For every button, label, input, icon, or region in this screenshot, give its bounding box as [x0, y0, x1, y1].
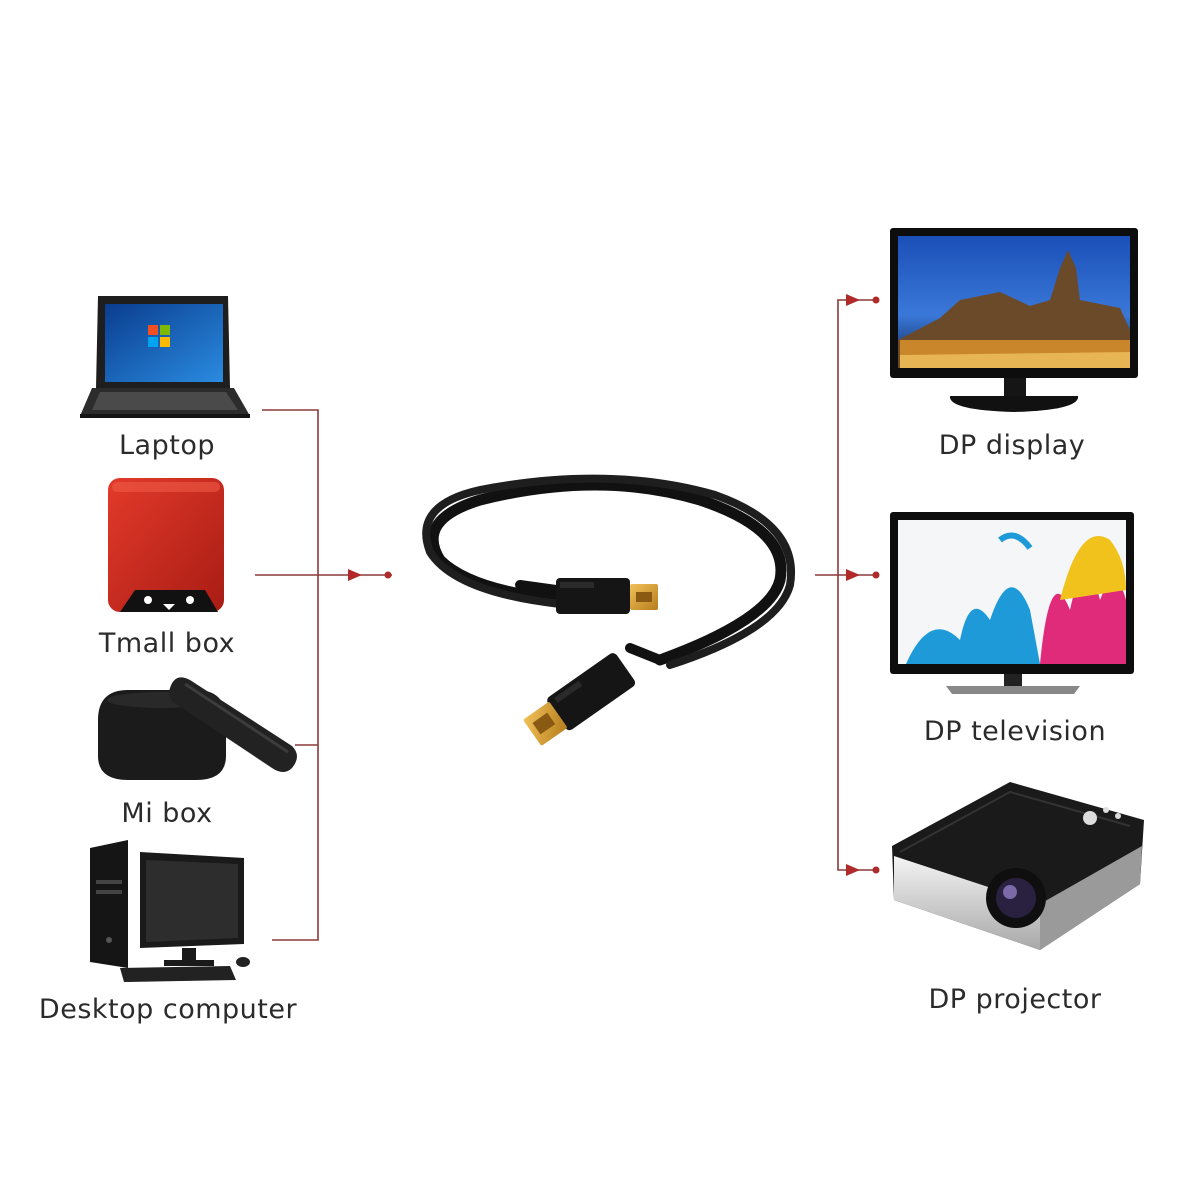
- label-laptop: Laptop: [72, 430, 262, 461]
- tmall-box-icon: [108, 478, 224, 612]
- desktop-computer-icon: [90, 840, 250, 982]
- label-dp-television: DP television: [890, 716, 1140, 747]
- displayport-cable-icon: [426, 479, 791, 750]
- television-icon: [890, 512, 1134, 694]
- projector-icon: [892, 782, 1144, 950]
- laptop-icon: [80, 296, 250, 418]
- source-connector-lines: [255, 410, 392, 940]
- label-mi-box: Mi box: [62, 798, 272, 829]
- label-dp-projector: DP projector: [890, 984, 1140, 1015]
- output-arrow-icons: [846, 294, 880, 876]
- label-tmall-box: Tmall box: [62, 628, 272, 659]
- target-connector-lines: [815, 300, 878, 870]
- mi-box-icon: [98, 677, 297, 780]
- monitor-icon: [890, 228, 1138, 412]
- label-desktop-computer: Desktop computer: [30, 994, 306, 1025]
- label-dp-display: DP display: [902, 430, 1122, 461]
